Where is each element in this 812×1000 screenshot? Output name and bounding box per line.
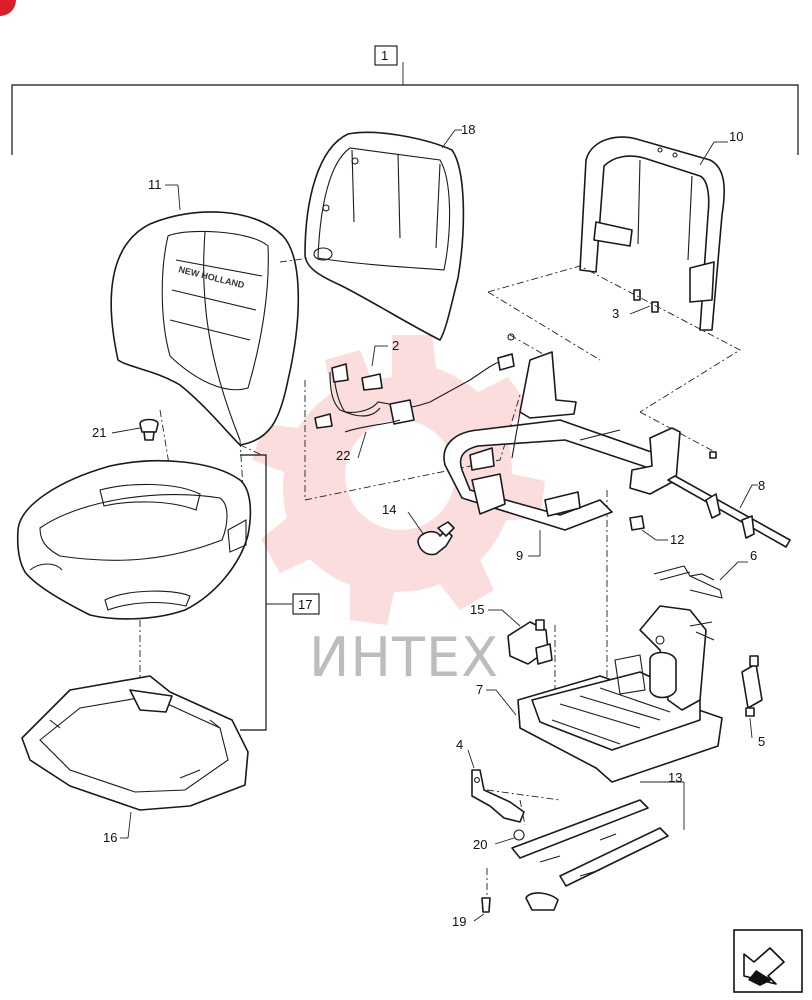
suspension-mechanism [517,605,723,783]
damper [741,655,763,717]
callout-20: 20 [473,837,487,852]
callout-16: 16 [103,830,117,845]
sub-assembly-box [292,593,320,615]
spring-clip [653,565,723,599]
watermark-text: ИНТЕХ [309,626,499,689]
callout-4: 4 [456,737,463,752]
callout-8: 8 [758,478,765,493]
callout-2: 2 [392,338,399,353]
callout-9: 9 [516,548,523,563]
callout-3: 3 [612,306,619,321]
assembly-number-box [374,45,398,66]
mounting-bracket [471,769,525,823]
callout-18: 18 [461,122,475,137]
callout-6: 6 [750,548,757,563]
callout-21: 21 [92,425,106,440]
watermark-gear [252,335,545,625]
callout-7: 7 [476,682,483,697]
backrest-shell [304,131,465,341]
assembly-number: 1 [381,48,388,63]
sub-assembly-bracket [240,454,267,731]
corner-mark-icon [0,0,16,16]
backrest-cushion: NEW HOLLAND [110,211,300,446]
backrest-frame [579,136,726,331]
slide-rails [511,799,669,911]
seat-frame [443,351,681,531]
linkage-rod [667,475,791,548]
callout-10: 10 [729,129,743,144]
navigation-arrow-icon[interactable] [733,929,803,993]
seat-pan [21,675,249,811]
backrest-bolts [633,289,659,313]
screw [481,897,491,913]
callout-13: 13 [668,770,682,785]
callout-5: 5 [758,734,765,749]
switch-connector [417,521,455,556]
callout-11: 11 [148,177,162,192]
callout-19: 19 [452,914,466,929]
sensor-module [507,619,553,665]
sub-assembly-number: 17 [298,597,312,612]
seat-cushion [16,459,252,620]
callout-15: 15 [470,602,484,617]
callout-22: 22 [336,448,350,463]
adjustment-knob [139,418,159,441]
callout-14: 14 [382,502,396,517]
nut-12 [629,515,645,531]
callout-12: 12 [670,532,684,547]
washer [513,829,525,841]
wiring-harness [314,353,515,433]
assembly-bracket [11,84,799,155]
